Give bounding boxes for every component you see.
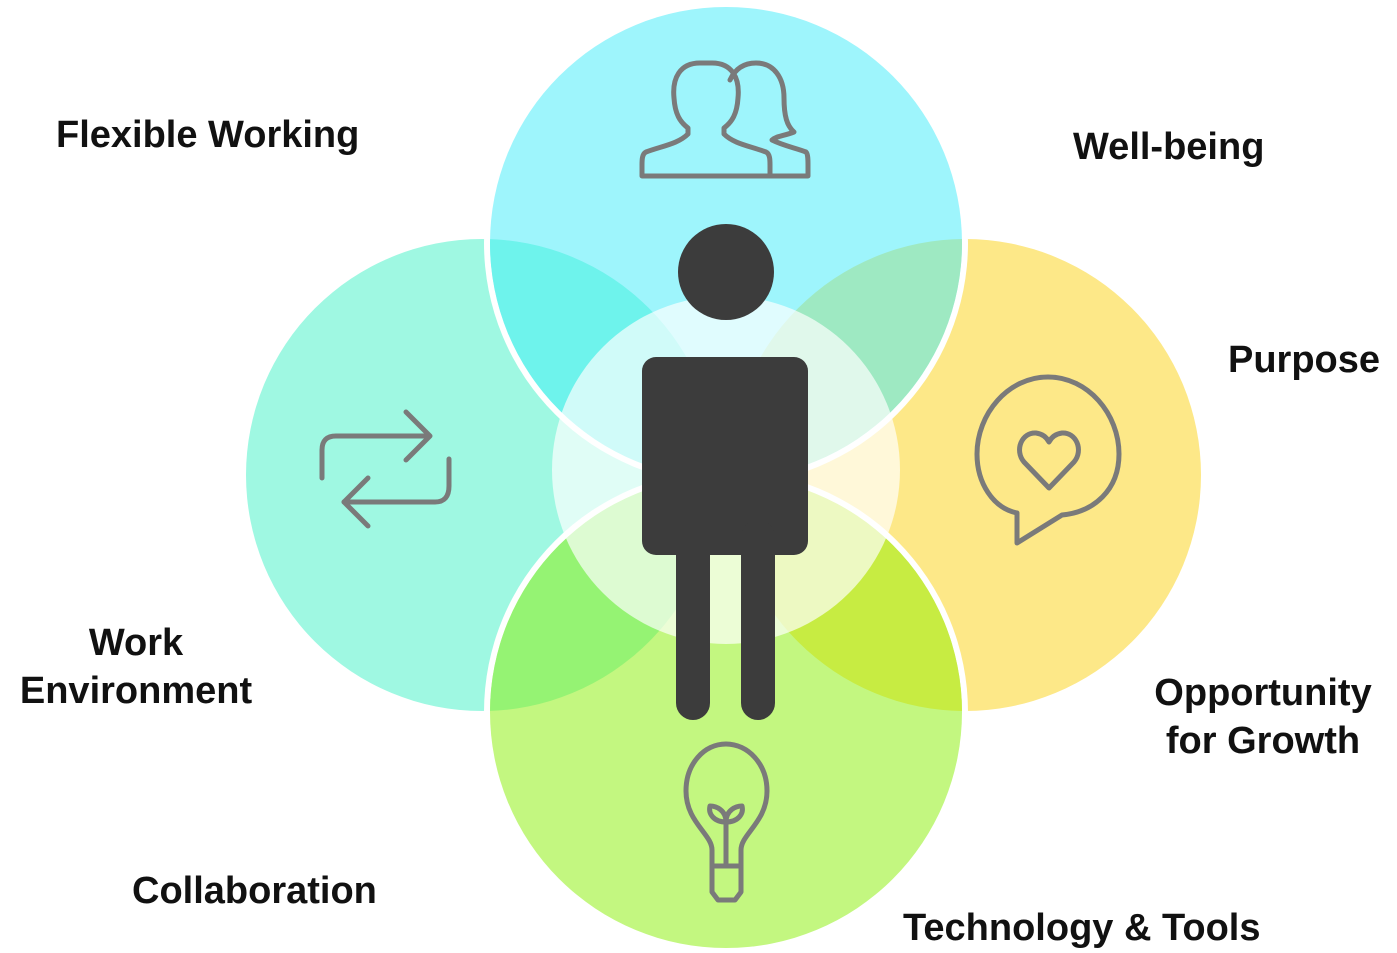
label-flexible-working: Flexible Working — [56, 114, 360, 156]
person-right-leg — [741, 520, 775, 720]
label-opportunity-line1: Opportunity — [1154, 672, 1372, 714]
label-well-being: Well-being — [1073, 126, 1265, 168]
heart-speech-bubble-icon — [974, 374, 1122, 546]
person-head — [678, 224, 774, 320]
label-collaboration: Collaboration — [132, 870, 377, 912]
overlap-bottom-left — [490, 476, 718, 711]
label-work-environment-line2: Environment — [19, 669, 253, 712]
person-left-leg — [676, 520, 710, 720]
label-technology-tools: Technology & Tools — [903, 907, 1261, 949]
person-figure — [642, 224, 808, 720]
people-icon — [639, 60, 811, 179]
lightbulb-sprout-icon — [683, 741, 770, 903]
person-body — [642, 357, 808, 555]
label-opportunity-line2: for Growth — [1165, 719, 1361, 762]
label-work-environment: Work Environment — [0, 620, 272, 715]
label-purpose: Purpose — [1228, 339, 1381, 381]
exchange-arrows-icon — [319, 409, 452, 529]
label-work-environment-line1: Work — [88, 622, 184, 664]
label-opportunity-for-growth: Opportunity for Growth — [1148, 670, 1378, 765]
